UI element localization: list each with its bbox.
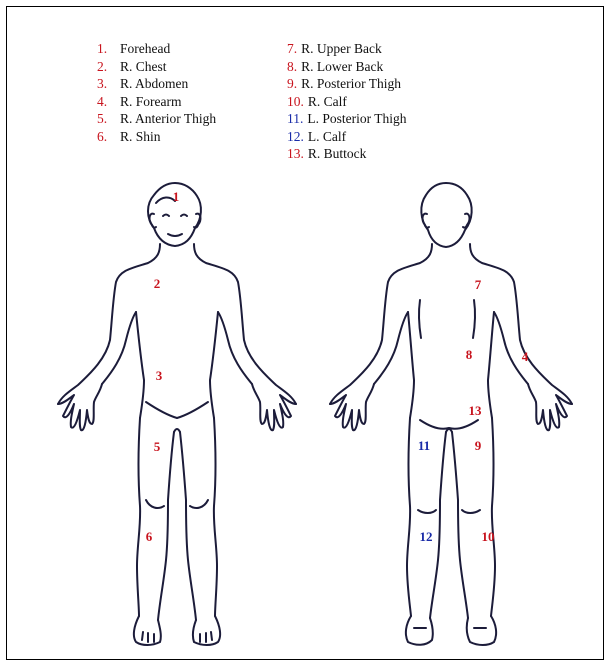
marker-10-calf: 10 — [482, 529, 495, 544]
back-body-outline — [330, 183, 572, 645]
front-body-outline — [58, 183, 296, 645]
marker-12-left-calf: 12 — [420, 529, 433, 544]
marker-4-forearm: 4 — [522, 349, 529, 364]
marker-3-abdomen: 3 — [156, 368, 163, 383]
marker-6-shin: 6 — [146, 529, 153, 544]
marker-13-buttock: 13 — [469, 403, 483, 418]
marker-11-left-posterior-thigh: 11 — [418, 438, 430, 453]
marker-1-forehead: 1 — [173, 189, 180, 204]
marker-2-chest: 2 — [154, 276, 161, 291]
marker-9-posterior-thigh: 9 — [475, 438, 482, 453]
marker-5-anterior-thigh: 5 — [154, 439, 161, 454]
marker-7-upper-back: 7 — [475, 277, 482, 292]
marker-8-lower-back: 8 — [466, 347, 473, 362]
